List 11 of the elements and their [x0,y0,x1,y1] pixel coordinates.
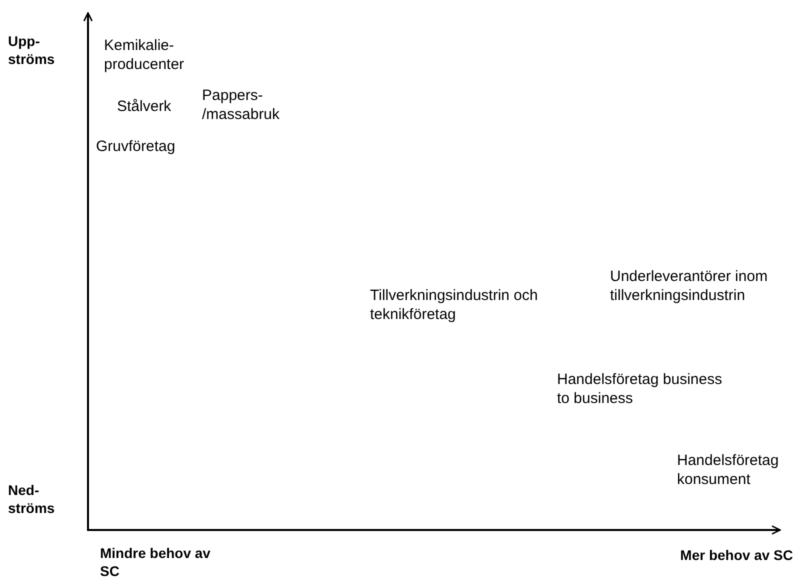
category-label: Gruvföretag [96,138,176,157]
axis-label: Mer behov av SC [680,547,793,564]
category-label: Tillverkningsindustrin och teknikföretag [370,287,539,324]
category-label: Pappers- /massabruk [202,87,281,124]
axis-label: Ned- ströms [8,482,56,517]
axis-label: Mindre behov av SC [100,545,212,580]
category-label: Handelsföretag business to business [557,371,724,408]
category-label: Kemikalie- producenter [104,37,186,74]
axis-label: Upp- ströms [8,33,56,68]
category-label: Handelsföretag konsument [677,452,780,490]
category-label: Underleverantörer inom tillverkningsindustrin [610,268,769,306]
